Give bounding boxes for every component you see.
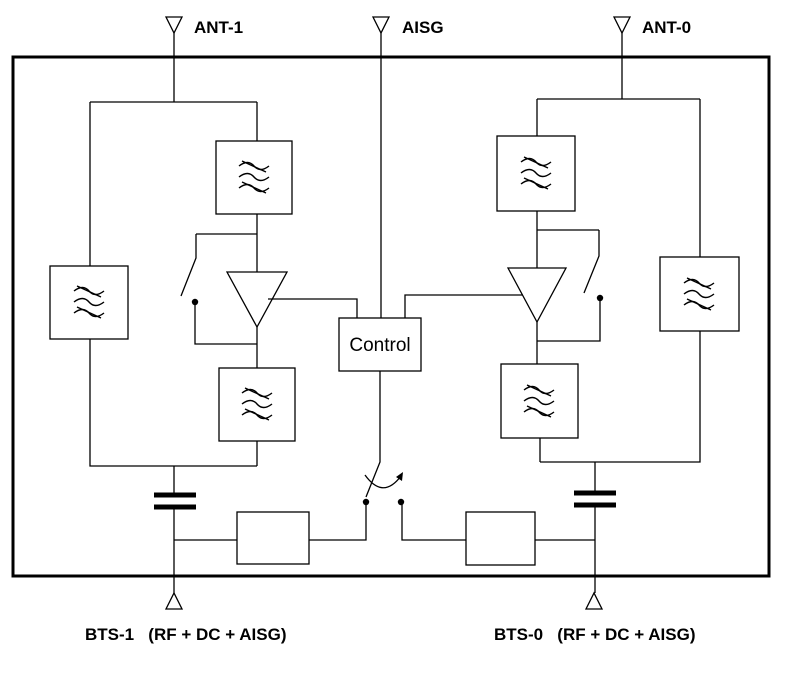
right-bypass-path: [540, 99, 701, 463]
ant1-antenna-icon: [164, 16, 184, 35]
left-bypass-switch-blade: [180, 234, 197, 297]
right-amp-control-wire: [404, 294, 523, 318]
selector-arrowhead-icon: [396, 472, 403, 481]
enclosure-frame: [11, 55, 771, 578]
aisg-antenna-icon: [371, 16, 391, 35]
bts0-label: BTS-0 (RF + DC + AISG): [494, 625, 696, 644]
left-module-to-switch-wire: [309, 501, 367, 541]
ant1-label: ANT-1: [194, 18, 243, 37]
right-upper-filter: [496, 135, 576, 212]
ant0-label: ANT-0: [642, 18, 691, 37]
center-control-section: Control: [338, 33, 422, 506]
left-bias-capacitor: [154, 492, 196, 510]
right-switch-bottom-wire: [537, 298, 601, 342]
right-bypass-switch-blade: [583, 230, 600, 294]
selector-contact-right: [397, 498, 405, 506]
right-switch-to-module-wire: [401, 504, 466, 541]
left-bypass-path: [89, 102, 257, 467]
bts1-label: BTS-1 (RF + DC + AISG): [85, 625, 287, 644]
left-switch-bottom-wire: [194, 302, 257, 345]
right-bias-tee-module: [465, 511, 536, 566]
control-unit: [338, 317, 422, 372]
right-branch: [401, 33, 740, 593]
selector-switch-blade: [365, 371, 381, 498]
right-bias-capacitor: [574, 490, 616, 508]
aisg-label: AISG: [402, 18, 444, 37]
ant0-antenna-icon: [612, 16, 632, 35]
left-bias-tee-module: [236, 511, 310, 565]
control-label: Control: [349, 335, 410, 356]
selector-arc-arrow: [364, 474, 402, 489]
left-branch: [49, 33, 367, 593]
bts0-port-icon: [584, 591, 604, 610]
bts1-port-icon: [164, 591, 184, 610]
selector-contact-left: [362, 498, 370, 506]
left-amp-control-wire: [268, 298, 358, 318]
